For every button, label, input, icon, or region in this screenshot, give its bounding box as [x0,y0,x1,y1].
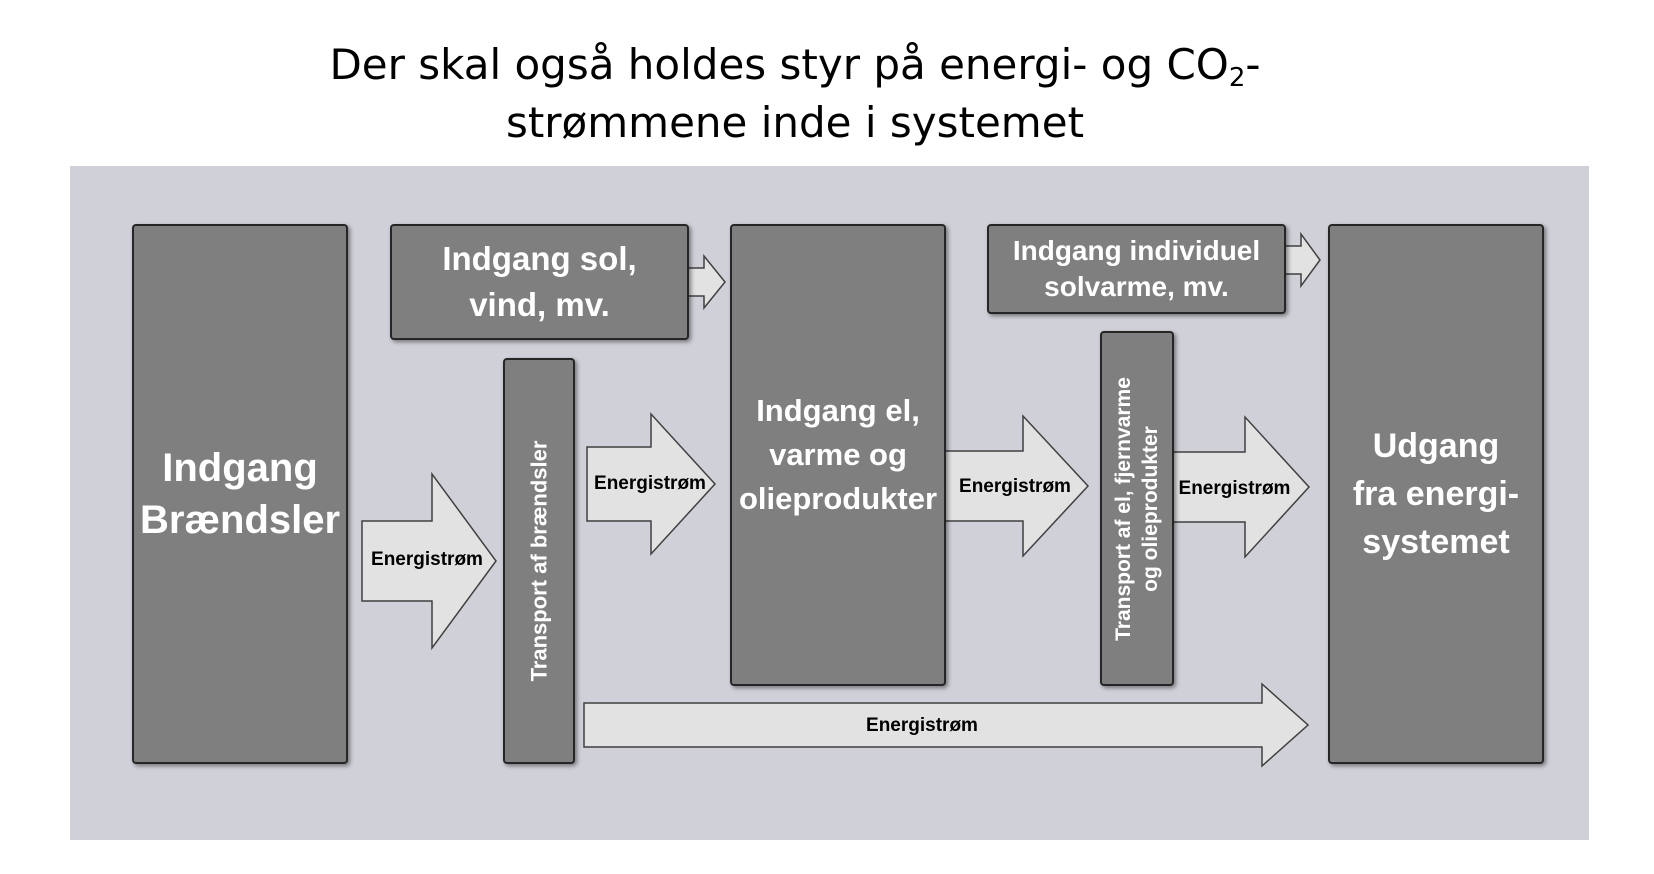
el-heat-oil-transport-label: Transport af el, fjernvarme og olieprodu… [1112,376,1162,641]
box-fuels-input: Indgang Brændsler [132,224,348,764]
title-line-2: strømmene inde i systemet [505,98,1085,147]
box-energy-system-output: Udgang fra energi-systemet [1328,224,1544,764]
arrow-label-1: Energistrøm [371,549,483,570]
slide-title: Der skal også holdes styr på energi- og … [0,36,1590,152]
arrow-label-2: Energistrøm [594,473,706,494]
diagram-panel: Energistrøm Energistrøm Energistrøm Ener… [70,166,1589,840]
box-sun-wind-input: Indgang sol, vind, mv. [390,224,689,340]
arrow-label-3: Energistrøm [959,476,1071,497]
title-subscript: 2 [1228,63,1246,93]
arrow-bottom-bypass [583,682,1310,768]
arrow-transport-to-output [1168,415,1311,559]
arrow-label-5: Energistrøm [866,715,978,736]
box-fuel-transport: Transport af brændsler [503,358,575,764]
box-el-heat-oil-transport: Transport af el, fjernvarme og olieprodu… [1100,331,1174,686]
arrow-transport-to-el [586,412,717,556]
box-individual-solar-input: Indgang individuel solvarme, mv. [987,224,1286,314]
arrow-el-to-transport [944,414,1090,558]
arrow-individual-solar-to-output [1281,231,1321,289]
arrow-sun-wind-to-el [686,253,726,311]
box-el-heat-oil-input: Indgang el, varme og olieprodukter [730,224,946,686]
title-line-1: Der skal også holdes styr på energi- og … [329,40,1261,93]
arrow-label-4: Energistrøm [1178,478,1291,499]
arrow-fuels-to-transport [361,471,497,651]
fuel-transport-label: Transport af brændsler [526,440,551,682]
